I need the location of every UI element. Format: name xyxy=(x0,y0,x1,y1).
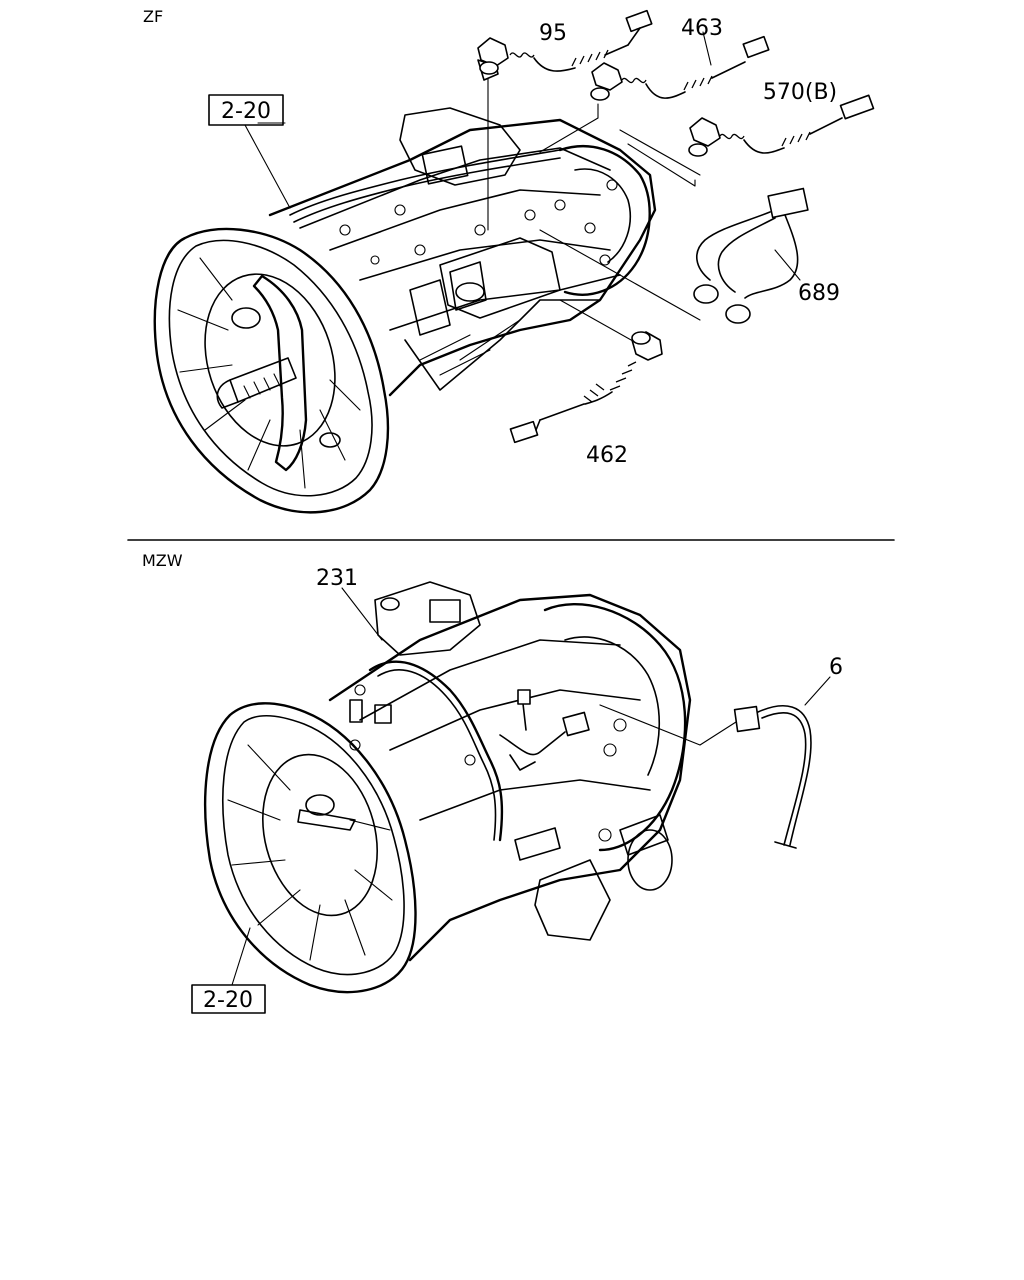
sensor-463-drawing xyxy=(590,35,770,101)
callout-part-689[interactable]: 689 xyxy=(798,281,840,306)
callout-part-6[interactable]: 6 xyxy=(829,655,843,680)
callout-ref-2-20-top[interactable]: 2-20 xyxy=(221,99,271,124)
harness-689-drawing xyxy=(693,187,809,324)
ref-box-2-20-bottom xyxy=(191,984,266,1014)
ref-box-2-20-top xyxy=(208,94,284,126)
zf-transmission-drawing xyxy=(153,107,657,514)
mzw-transmission-drawing xyxy=(203,581,692,994)
callout-part-463[interactable]: 463 xyxy=(681,16,723,41)
sensor-95-drawing xyxy=(477,9,653,81)
callout-ref-2-20-bottom[interactable]: 2-20 xyxy=(203,988,253,1013)
callout-part-95[interactable]: 95 xyxy=(539,21,567,46)
harness-6-drawing xyxy=(733,704,812,849)
section-label-zf: ZF xyxy=(143,7,163,26)
leader-lines-zf xyxy=(244,31,801,346)
sensor-462-drawing xyxy=(509,331,663,444)
callout-part-462[interactable]: 462 xyxy=(586,443,628,468)
callout-part-570b[interactable]: 570(B) xyxy=(763,80,837,105)
sensor-570b-drawing xyxy=(688,94,875,157)
section-label-mzw: MZW xyxy=(142,551,183,570)
leader-lines-mzw xyxy=(231,587,831,986)
callout-part-231[interactable]: 231 xyxy=(316,566,358,591)
